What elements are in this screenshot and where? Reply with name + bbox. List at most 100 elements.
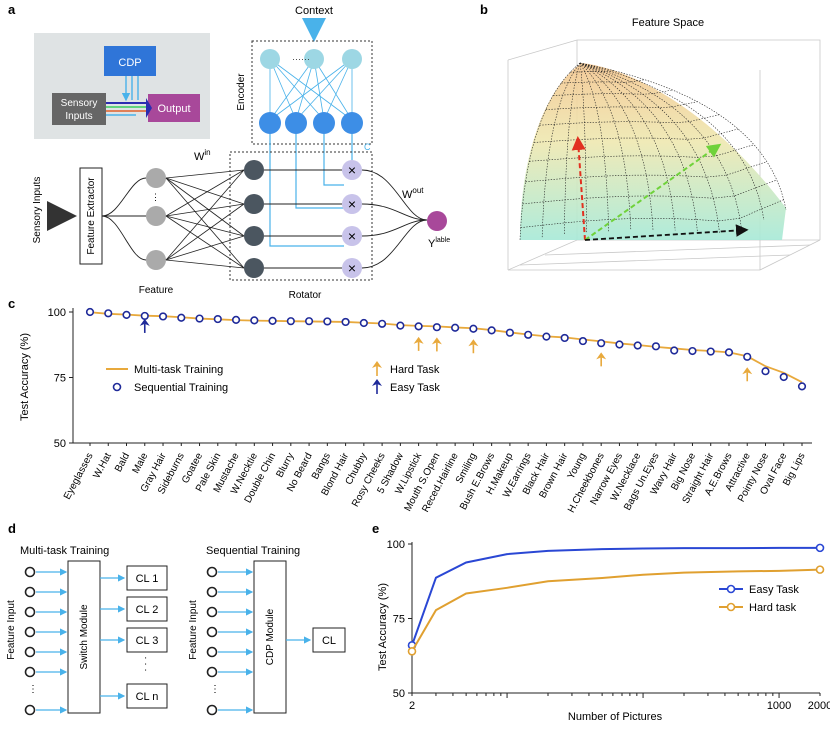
panel-d: d Multi-task Training Sequential Trainin… [6,521,346,716]
legend-hard-marker [726,602,736,612]
mesh-parallel [553,89,673,96]
encoder-bottom-node [259,112,281,134]
sequential-point [651,342,661,351]
rotator-frame [229,151,373,281]
cl-label: CL 1 [136,573,159,585]
multiplier-node [342,194,362,214]
multiply-icon: × [348,260,356,276]
sequential-point [724,348,734,357]
legend-easy-label: Easy Task [749,584,799,596]
sequential-point [104,309,113,318]
cl-box [126,627,168,653]
mesh-parallel [522,179,777,205]
feature-input-node [24,666,36,678]
multiplier-node [342,258,362,278]
legend-hard-label: Hard task [749,602,797,614]
sequential-point [633,341,642,350]
cl-box [126,565,168,591]
panel-c-letter: c [8,296,15,311]
sequential-inputs: ⋮ [206,566,254,716]
easy-task-point [815,543,825,553]
w-out-connections [361,169,428,269]
sphere-mesh [519,62,787,241]
mesh-meridian [541,62,581,238]
sequential-point [158,312,168,321]
multi-task-inputs: ⋮ [24,566,68,716]
panel-c-legend: Multi-task Training Sequential Training … [106,361,440,394]
sequential-point [524,330,533,339]
cdp-box [104,46,156,76]
sequential-point [670,346,679,355]
rotator-lines [264,169,342,269]
feature-input-node [206,626,218,638]
sequential-point [195,314,204,323]
sequential-point [341,317,350,327]
mesh-meridian [579,62,676,231]
sequential-point [268,316,277,326]
encoder-top-node [260,49,280,69]
cdp-box-label: CDP [118,57,141,69]
sequential-point [177,313,186,322]
feature-input-node [24,586,36,598]
sequential-point [578,336,588,346]
feature-input-label: Feature Input [6,600,17,660]
sequential-point [432,323,441,332]
easy-task-arrow [139,318,150,333]
mesh-parallel [539,114,720,126]
cdp-inset: CDP Sensory Inputs Output [34,33,210,139]
hard-task-arrow [413,336,424,351]
encoder-label: Encoder [236,73,247,111]
cl-label: CL n [136,691,159,703]
panel-a-letter: a [8,2,16,17]
sequential-point [122,310,131,319]
mesh-parallel [525,161,767,183]
feature-input-node [206,646,218,658]
legend-hard-label: Hard Task [390,364,440,376]
black-vector-arrow [584,224,749,241]
cdp-module-label: CDP Module [265,608,276,665]
panel-e: e Test Accuracy (%) Number of Pictures 5… [372,521,830,723]
sequential-point [250,316,259,325]
legend-multi-label: Multi-task Training [134,364,223,376]
legend-sequential-label: Sequential Training [134,382,228,394]
sphere-surface [520,63,786,240]
cl-outputs: CL 1 CL 2 CL 3 · · · CL n CL [100,565,346,709]
cl-ellipsis: · · · [140,656,151,672]
output-node [427,211,447,231]
mesh-meridian [579,62,742,231]
output-box-label: Output [157,103,190,115]
multiplier-nodes: × × × × [342,160,362,278]
hard-task-arrow [468,339,479,354]
sequential-title: Sequential Training [206,545,300,557]
mesh-parallel [529,144,755,162]
feature-input-node [206,704,218,716]
mesh-meridian [579,62,654,231]
encoder-top-node [304,49,324,69]
panel-e-letter: e [372,521,379,536]
sequential-point [213,314,222,324]
feature-label: Feature [139,285,174,296]
feature-input-node [24,704,36,716]
sequential-point [231,315,241,324]
x-tick-label: 2000 [808,700,830,712]
y-tick-label: 50 [54,438,66,450]
legend-sequential-swatch [112,382,122,392]
cl-single-label: CL [322,635,336,647]
y-tick-label: 50 [393,688,405,700]
cl-label: CL 3 [136,635,159,647]
encoder-bottom-node [285,112,307,134]
multiplier-node [342,226,362,246]
feature-input-node [24,566,36,578]
mesh-meridian [579,62,609,232]
sequential-point [487,326,496,335]
multi-task-title: Multi-task Training [20,545,109,557]
mesh-meridian [579,62,632,231]
panel-d-letter: d [8,521,16,536]
main-network: Sensory Inputs Feature Extractor ⋮ Featu… [32,148,450,301]
feature-input-node [24,646,36,658]
mesh-meridian [564,62,581,236]
sequential-point [396,321,405,330]
sequential-point [414,322,423,331]
